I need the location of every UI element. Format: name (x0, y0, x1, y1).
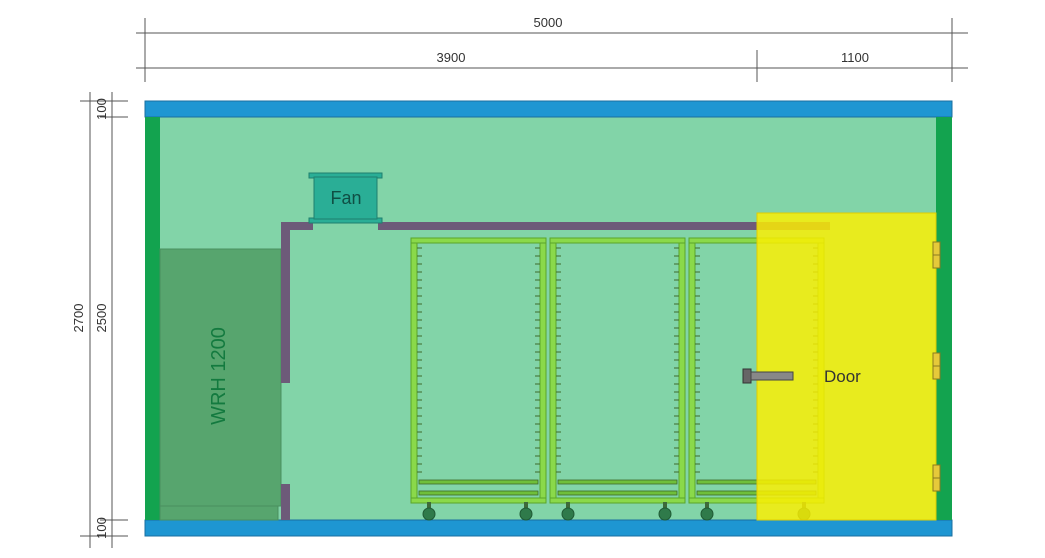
dim-door-width: 1100 (841, 50, 869, 65)
fan: Fan (308, 172, 383, 224)
dim-room-width: 3900 (437, 50, 466, 65)
bottom-wall (144, 519, 953, 537)
door-panel (756, 212, 937, 521)
dim-inner-height: 2500 (94, 304, 109, 333)
air-duct (281, 222, 830, 520)
trolley (410, 237, 547, 521)
hinge-icon (932, 241, 941, 269)
fan-label: Fan (330, 188, 361, 208)
right-wall (936, 117, 952, 520)
dim-bottom-wall: 100 (94, 517, 109, 539)
dim-total-height: 2700 (71, 304, 86, 333)
left-wall (145, 117, 160, 520)
dim-total-width: 5000 (534, 15, 563, 30)
trolley (549, 237, 686, 521)
dim-top-wall: 100 (94, 98, 109, 120)
door-handle-icon (742, 368, 794, 384)
hinge-icon (932, 352, 941, 380)
top-wall (144, 100, 953, 118)
wrh-unit-label: WRH 1200 (208, 327, 230, 425)
door-label: Door (824, 367, 861, 386)
hinge-icon (932, 464, 941, 492)
door-hinges (932, 241, 941, 492)
dimension-lines (80, 18, 968, 548)
wrh-unit-base (159, 505, 279, 521)
